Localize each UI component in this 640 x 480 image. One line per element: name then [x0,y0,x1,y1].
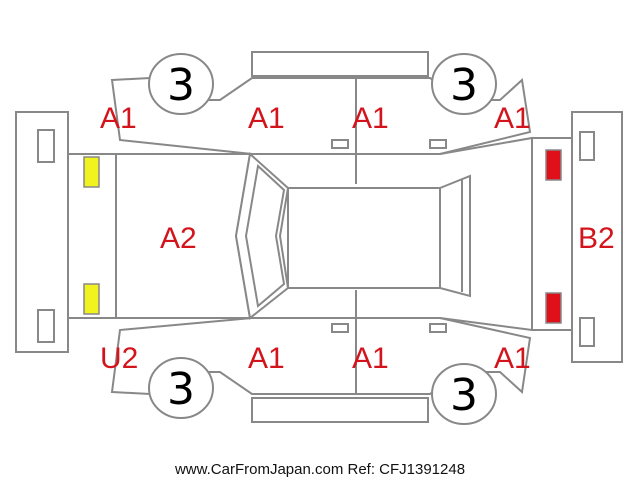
windshield-inner [244,164,286,308]
label-rear-left-door: A1 [352,102,389,135]
headlamp-marker-icon [83,283,100,315]
roof-outline [287,187,441,289]
label-rear-left-fender: A1 [494,102,531,135]
tire-front-left: 3 [148,53,214,115]
label-hood: A2 [160,222,197,255]
label-front-left-door: A1 [248,102,285,135]
rear-window-outline [439,174,471,298]
headlamp-marker-icon [83,156,100,188]
taillamp-marker-icon [545,292,562,324]
label-front-bumper: U2 [100,342,138,375]
label-front-left-fender: A1 [100,102,137,135]
tire-front-right-value: 3 [167,364,195,415]
label-front-right-door: A1 [248,342,285,375]
label-rear-bumper: B2 [578,222,615,255]
tire-rear-right: 3 [431,363,497,425]
rear-hatch-outline [439,136,533,332]
tire-front-left-value: 3 [167,60,195,111]
tire-rear-left: 3 [431,53,497,115]
label-rear-right-door: A1 [352,342,389,375]
footer-reference: www.CarFromJapan.com Ref: CFJ1391248 [174,461,465,478]
front-bumper-outline [15,111,69,353]
tire-front-right: 3 [148,357,214,419]
tire-rear-right-value: 3 [450,370,478,421]
taillamp-marker-icon [545,149,562,181]
hood-front-edge [68,153,117,319]
label-rear-right-fender: A1 [494,342,531,375]
tire-rear-left-value: 3 [450,60,478,111]
right-sill-outline [251,397,429,423]
left-sill-outline [251,51,429,77]
